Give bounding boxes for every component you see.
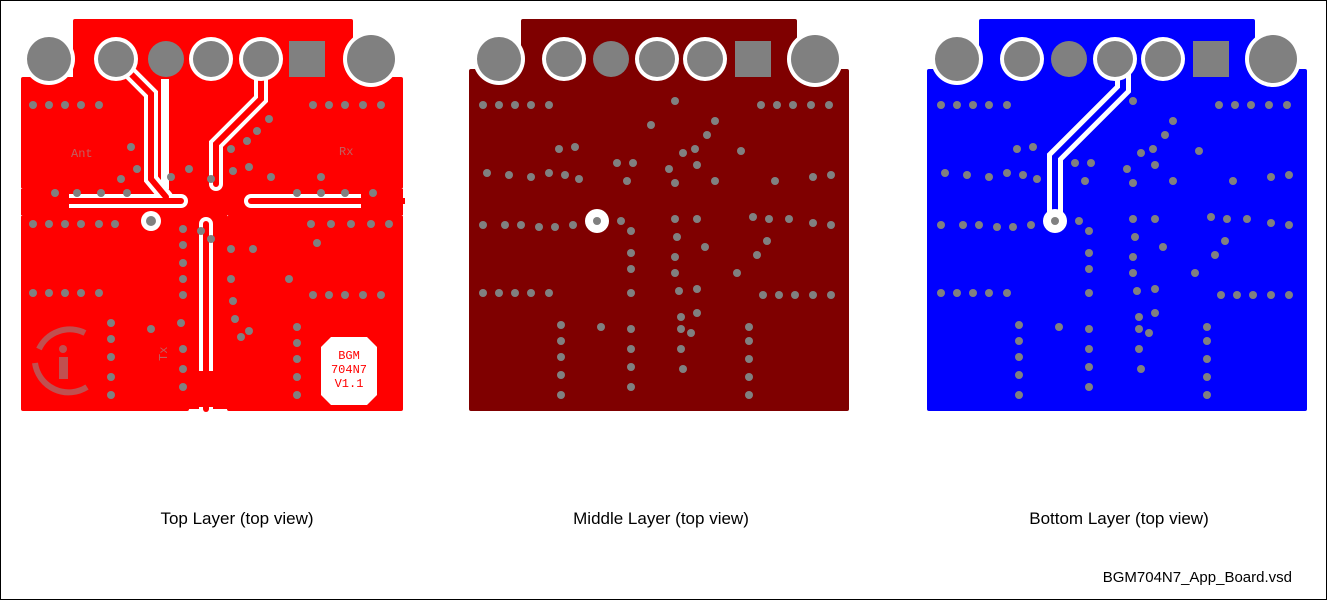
svg-text:BGM: BGM xyxy=(338,349,360,363)
svg-text:V1.1: V1.1 xyxy=(335,377,364,391)
top-layer-board: Ant Rx Tx BGM 704N7 V1.1 xyxy=(14,19,412,416)
caption-top-layer: Top Layer (top view) xyxy=(160,509,314,528)
top-ant-pad xyxy=(21,193,69,209)
middle-vias xyxy=(479,97,835,399)
top-connector-pads xyxy=(23,31,399,87)
middle-connector-pads xyxy=(473,31,843,87)
middle-layer-panel xyxy=(469,19,853,424)
bottom-layer-board xyxy=(927,19,1307,411)
label-rx: Rx xyxy=(339,145,353,159)
board-silkscreen: BGM 704N7 V1.1 xyxy=(321,337,377,405)
caption-middle-layer: Middle Layer (top view) xyxy=(573,509,749,528)
top-tx-pad xyxy=(199,371,213,407)
file-name: BGM704N7_App_Board.vsd xyxy=(1102,569,1292,586)
top-layer-panel: Ant Rx Tx BGM 704N7 V1.1 xyxy=(14,19,412,424)
label-ant: Ant xyxy=(71,147,93,161)
label-tx: Tx xyxy=(157,347,171,361)
bottom-connector-pads xyxy=(931,31,1301,87)
bottom-vias xyxy=(937,97,1293,399)
svg-text:704N7: 704N7 xyxy=(331,363,367,377)
middle-layer-board xyxy=(469,19,849,411)
top-vias xyxy=(29,101,393,399)
top-rx-pad xyxy=(361,193,403,209)
infineon-logo xyxy=(32,326,89,396)
bottom-layer-panel xyxy=(927,19,1311,424)
caption-bottom-layer: Bottom Layer (top view) xyxy=(1029,509,1209,528)
